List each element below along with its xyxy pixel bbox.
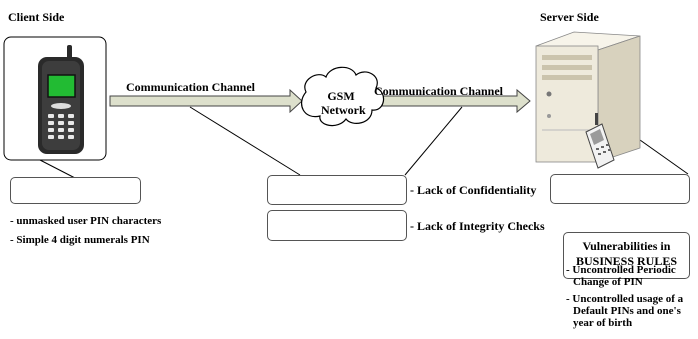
- business-rules-line2: BUSINESS RULES: [575, 254, 678, 268]
- gsm-label-line2: Network: [321, 103, 366, 117]
- server-side-title: Server Side: [540, 10, 599, 24]
- left-channel-label: Communication Channel: [126, 80, 256, 94]
- client-vulnerability-item: - unmasked user PIN characters: [10, 215, 162, 227]
- business-rules-box: Vulnerabilities in BUSINESS RULES: [563, 232, 690, 279]
- gsm-label-line1: GSM: [327, 89, 355, 103]
- confidentiality-label: - Lack of Confidentiality: [410, 183, 537, 197]
- right-channel-label: Communication Channel: [374, 84, 504, 98]
- confidentiality-box: [267, 175, 407, 205]
- connector-lines: [39, 106, 689, 179]
- mobile-phone-icon: [38, 45, 84, 154]
- server-vulnerability-list: - Uncontrolled Periodic Change of PIN - …: [566, 264, 683, 329]
- server-vuln-line: Change of PIN: [573, 276, 643, 288]
- integrity-box: [267, 210, 407, 241]
- gsm-network-label: GSM Network: [321, 89, 366, 117]
- client-vulnerability-item: - Simple 4 digit numerals PIN: [10, 234, 150, 246]
- server-phone-icon: [585, 113, 615, 169]
- business-rules-line1: Vulnerabilities in: [582, 239, 671, 253]
- integrity-label: - Lack of Integrity Checks: [410, 219, 545, 233]
- server-vuln-line: - Uncontrolled Periodic: [566, 264, 676, 276]
- server-vuln-line: year of birth: [573, 317, 633, 329]
- client-side-title: Client Side: [8, 10, 65, 24]
- client-vulnerability-box: [10, 177, 141, 204]
- server-vulnerability-item: - Uncontrolled Periodic Change of PIN: [566, 264, 683, 288]
- gsm-cloud-icon: [301, 66, 385, 127]
- server-tower-icon: [535, 31, 641, 163]
- server-vuln-line: - Uncontrolled usage of a: [566, 293, 684, 305]
- left-channel-arrow: [109, 88, 303, 114]
- server-vuln-line: Default PINs and one's: [573, 305, 681, 317]
- right-channel-arrow: [374, 88, 531, 114]
- server-vulnerability-box: [550, 174, 690, 204]
- server-vulnerability-item: - Uncontrolled usage of a Default PINs a…: [566, 293, 683, 329]
- client-vulnerability-list: - unmasked user PIN characters - Simple …: [10, 215, 161, 247]
